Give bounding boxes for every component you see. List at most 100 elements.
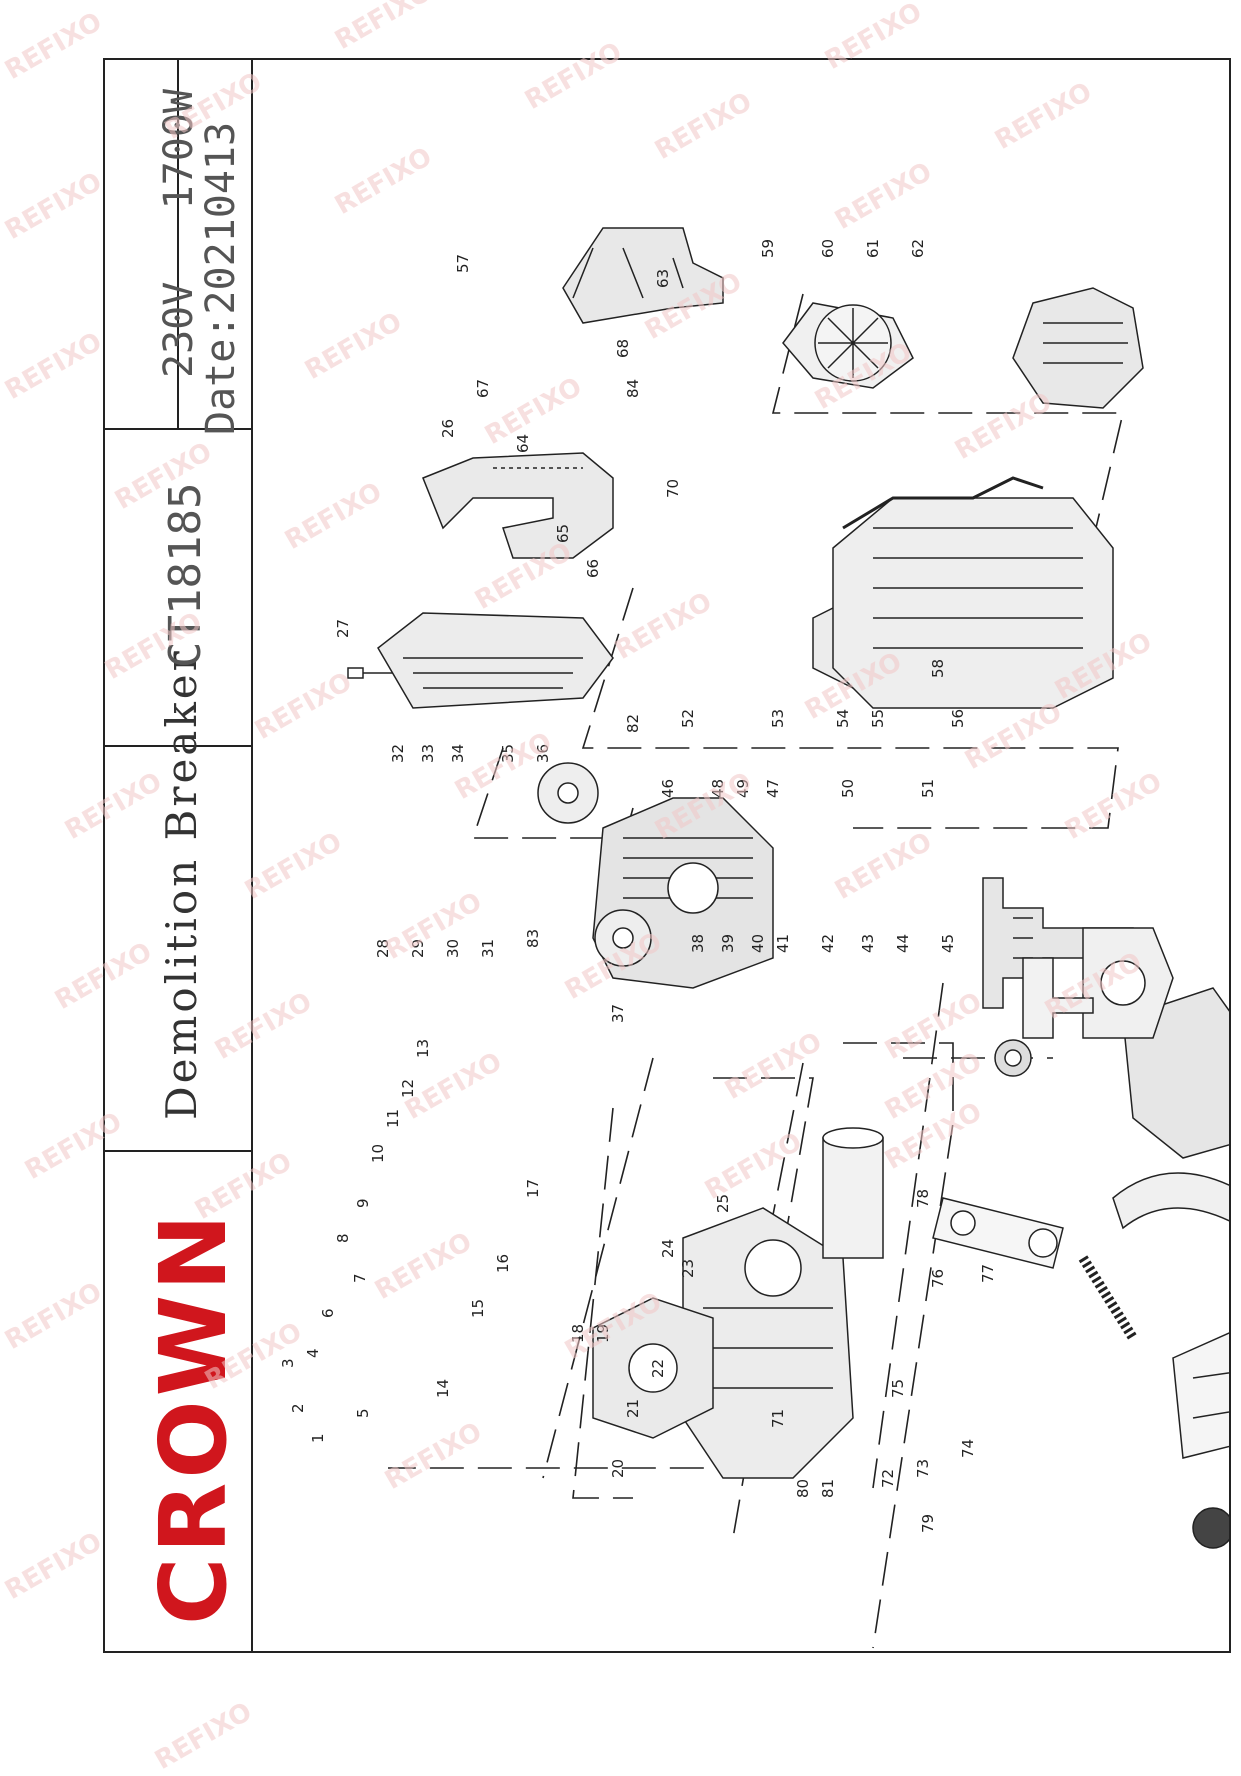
crankshaft-40 (1022, 957, 1094, 1039)
part-callout-58: 58 (929, 659, 947, 678)
gear-29 (594, 909, 652, 967)
part-callout-54: 54 (834, 709, 852, 728)
part-callout-61: 61 (864, 239, 882, 258)
part-callout-77: 77 (979, 1264, 997, 1283)
part-callout-21: 21 (624, 1399, 642, 1418)
part-callout-12: 12 (399, 1079, 417, 1098)
power-cord-70 (842, 476, 1044, 530)
front-grip-75 (1172, 1332, 1229, 1459)
part-callout-37: 37 (609, 1004, 627, 1023)
part-callout-35: 35 (499, 744, 517, 763)
part-callout-43: 43 (859, 934, 877, 953)
handle-grip (422, 452, 614, 559)
part-callout-49: 49 (734, 779, 752, 798)
part-callout-50: 50 (839, 779, 857, 798)
part-callout-40: 40 (749, 934, 767, 953)
part-callout-82: 82 (624, 714, 642, 733)
spring-71 (1078, 1255, 1138, 1341)
part-callout-70: 70 (664, 479, 682, 498)
part-callout-38: 38 (689, 934, 707, 953)
part-callout-16: 16 (494, 1254, 512, 1273)
divider (177, 58, 179, 428)
part-callout-59: 59 (759, 239, 777, 258)
part-callout-17: 17 (524, 1179, 542, 1198)
part-callout-36: 36 (534, 744, 552, 763)
part-callout-64: 64 (514, 434, 532, 453)
part-callout-9: 9 (354, 1198, 372, 1208)
part-callout-26: 26 (439, 419, 457, 438)
tool-holder-6 (592, 1297, 714, 1439)
part-callout-72: 72 (879, 1469, 897, 1488)
grip-band-78 (1112, 1172, 1229, 1230)
motor-housing-53 (832, 497, 1114, 709)
part-callout-39: 39 (719, 934, 737, 953)
part-callout-2: 2 (289, 1403, 307, 1413)
part-callout-66: 66 (584, 559, 602, 578)
part-callout-80: 80 (794, 1479, 812, 1498)
part-callout-71: 71 (769, 1409, 787, 1428)
watermark-text: REFIXO (0, 326, 108, 406)
part-callout-11: 11 (384, 1109, 402, 1128)
divider (103, 745, 253, 747)
bearing-38 (994, 1039, 1032, 1077)
divider (103, 428, 253, 430)
part-callout-78: 78 (914, 1189, 932, 1208)
part-callout-45: 45 (939, 934, 957, 953)
part-callout-65: 65 (554, 524, 572, 543)
watermark-text: REFIXO (0, 6, 108, 86)
part-callout-63: 63 (654, 269, 672, 288)
part-callout-13: 13 (414, 1039, 432, 1058)
part-callout-4: 4 (304, 1348, 322, 1358)
part-callout-76: 76 (929, 1269, 947, 1288)
part-callout-51: 51 (919, 779, 937, 798)
drawing-frame (103, 58, 1231, 1653)
title-block (103, 58, 253, 1653)
date-stamp: Date:20210413 (198, 122, 244, 435)
part-callout-84: 84 (624, 379, 642, 398)
rear-handle-upper (562, 227, 724, 324)
part-callout-60: 60 (819, 239, 837, 258)
part-callout-47: 47 (764, 779, 782, 798)
part-callout-15: 15 (469, 1299, 487, 1318)
part-callout-74: 74 (959, 1439, 977, 1458)
part-callout-44: 44 (894, 934, 912, 953)
part-callout-41: 41 (774, 934, 792, 953)
part-callout-56: 56 (949, 709, 967, 728)
part-callout-53: 53 (769, 709, 787, 728)
cover-screw-26 (347, 667, 393, 679)
part-callout-25: 25 (714, 1194, 732, 1213)
part-callout-57: 57 (454, 254, 472, 273)
date-label: Date: (198, 314, 244, 435)
part-callout-6: 6 (319, 1308, 337, 1318)
part-callout-83: 83 (524, 929, 542, 948)
part-callout-18: 18 (569, 1324, 587, 1343)
part-callout-22: 22 (649, 1359, 667, 1378)
part-callout-73: 73 (914, 1459, 932, 1478)
part-callout-33: 33 (419, 744, 437, 763)
part-callout-23: 23 (679, 1259, 697, 1278)
watermark-text: REFIXO (330, 0, 438, 56)
date-value: 20210413 (198, 121, 244, 315)
part-callout-31: 31 (479, 939, 497, 958)
watermark-text: REFIXO (0, 1526, 108, 1606)
part-callout-14: 14 (434, 1379, 452, 1398)
part-callout-79: 79 (919, 1514, 937, 1533)
part-callout-1: 1 (309, 1433, 327, 1443)
rear-cover-62 (1012, 287, 1144, 409)
cylinder-14 (682, 1207, 854, 1479)
product-title: Demolition Breaker (157, 648, 206, 1120)
part-callout-28: 28 (374, 939, 392, 958)
part-callout-68: 68 (614, 339, 632, 358)
part-callout-55: 55 (869, 709, 887, 728)
side-cover (377, 612, 614, 709)
gear-33 (537, 762, 599, 824)
part-callout-62: 62 (909, 239, 927, 258)
watermark-text: REFIXO (150, 1696, 258, 1776)
divider (103, 1150, 253, 1152)
part-callout-5: 5 (354, 1408, 372, 1418)
part-callout-42: 42 (819, 934, 837, 953)
part-callout-24: 24 (659, 1239, 677, 1258)
